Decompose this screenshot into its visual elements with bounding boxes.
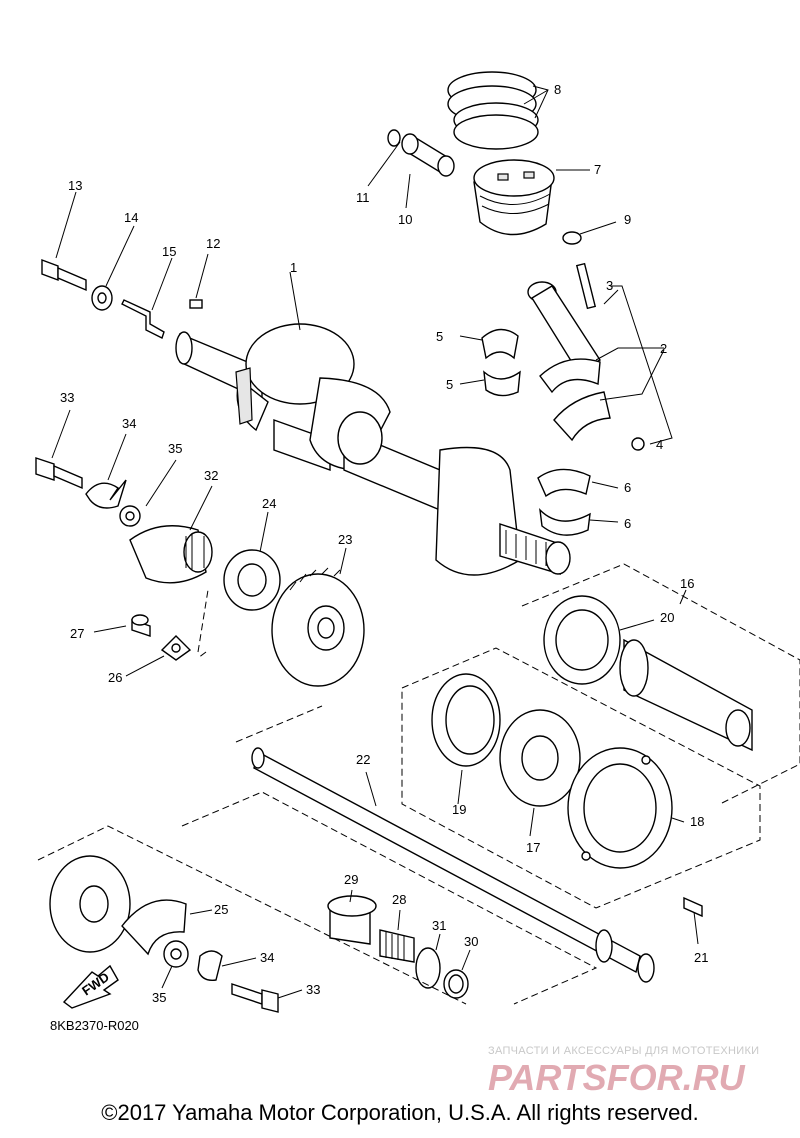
bolt-33-bottom [231, 983, 279, 1013]
watermark-subtitle: ЗАПЧАСТИ И АКСЕССУАРЫ ДЛЯ МОТОТЕХНИКИ [488, 1045, 759, 1057]
bearing-17 [499, 709, 581, 807]
connecting-rod [527, 262, 645, 451]
washer-14 [91, 285, 113, 311]
rod-bearing-halves [481, 328, 521, 397]
callout-26: 26 [108, 670, 122, 685]
callout-10: 10 [398, 212, 412, 227]
callout-8: 8 [554, 82, 561, 97]
callout-14: 14 [124, 210, 138, 225]
callout-27: 27 [70, 626, 84, 641]
callout-30: 30 [464, 934, 478, 949]
plate-26 [160, 635, 192, 661]
callout-numbers: 1 2 3 4 5 5 6 6 7 8 9 10 11 12 13 14 15 … [60, 82, 708, 1005]
callout-9: 9 [624, 212, 631, 227]
washer-35-bottom [163, 940, 189, 968]
bolt-21 [683, 896, 703, 918]
watermark-logo: PARTSFOR.RU [488, 1057, 746, 1098]
gear-32 [129, 525, 213, 584]
callout-18: 18 [690, 814, 704, 829]
leader-lines [51, 85, 699, 999]
callout-17: 17 [526, 840, 540, 855]
collar-29 [327, 895, 377, 945]
copyright-text: ©2017 Yamaha Motor Corporation, U.S.A. A… [101, 1100, 699, 1125]
spacer-15 [121, 299, 165, 339]
piston-pin [401, 133, 455, 177]
callout-22: 22 [356, 752, 370, 767]
gear-25 [121, 899, 187, 956]
callout-28: 28 [392, 892, 406, 907]
callout-15: 15 [162, 244, 176, 259]
lock-washer-34-top [85, 479, 127, 509]
callout-23: 23 [338, 532, 352, 547]
callout-21: 21 [694, 950, 708, 965]
ring-30 [443, 969, 469, 999]
callout-12: 12 [206, 236, 220, 251]
callout-29: 29 [344, 872, 358, 887]
callout-24: 24 [262, 496, 276, 511]
callout-32: 32 [204, 468, 218, 483]
callout-11: 11 [356, 190, 370, 205]
housing-18 [567, 747, 673, 869]
callout-5b: 5 [446, 377, 453, 392]
callout-33b: 33 [306, 982, 320, 997]
callout-6b: 6 [624, 516, 631, 531]
callout-7: 7 [594, 162, 601, 177]
callout-35a: 35 [168, 441, 182, 456]
callout-33a: 33 [60, 390, 74, 405]
callout-20: 20 [660, 610, 674, 625]
callout-5a: 5 [436, 329, 443, 344]
shaft-16 [619, 638, 753, 752]
callout-6a: 6 [624, 480, 631, 495]
callout-1: 1 [290, 260, 297, 275]
callout-2: 2 [660, 341, 667, 356]
drive-shaft-22 [251, 747, 655, 983]
fwd-arrow-icon: FWD [62, 964, 119, 1009]
gear-bottom-left [49, 855, 131, 953]
drawing-code: 8KB2370-R020 [50, 1018, 139, 1033]
callout-3: 3 [606, 278, 613, 293]
callout-13: 13 [68, 178, 82, 193]
callout-34b: 34 [260, 950, 274, 965]
piston-rings [447, 71, 539, 150]
piston [473, 159, 555, 236]
oil-seal-19 [431, 673, 501, 767]
pin-clips [387, 129, 582, 245]
crank-bearings-6 [537, 468, 591, 536]
callout-4: 4 [656, 437, 663, 452]
assembly-outlines [37, 563, 800, 1005]
washer-35-top [119, 505, 141, 527]
crankshaft [175, 323, 571, 576]
callout-25: 25 [214, 902, 228, 917]
lock-washer-34-bottom [197, 950, 223, 981]
bolt-27 [131, 614, 151, 637]
circlip-31 [415, 947, 441, 989]
bearing-24 [223, 549, 281, 611]
callout-34a: 34 [122, 416, 136, 431]
needle-bearing-28 [379, 929, 415, 963]
callout-35b: 35 [152, 990, 166, 1005]
woodruff-key [189, 299, 203, 309]
callout-19: 19 [452, 802, 466, 817]
callout-31: 31 [432, 918, 446, 933]
gear-23 [271, 567, 365, 687]
bolt-13 [41, 258, 87, 292]
bolt-33-top [35, 457, 83, 490]
callout-16: 16 [680, 576, 694, 591]
bearing-20 [543, 595, 621, 685]
